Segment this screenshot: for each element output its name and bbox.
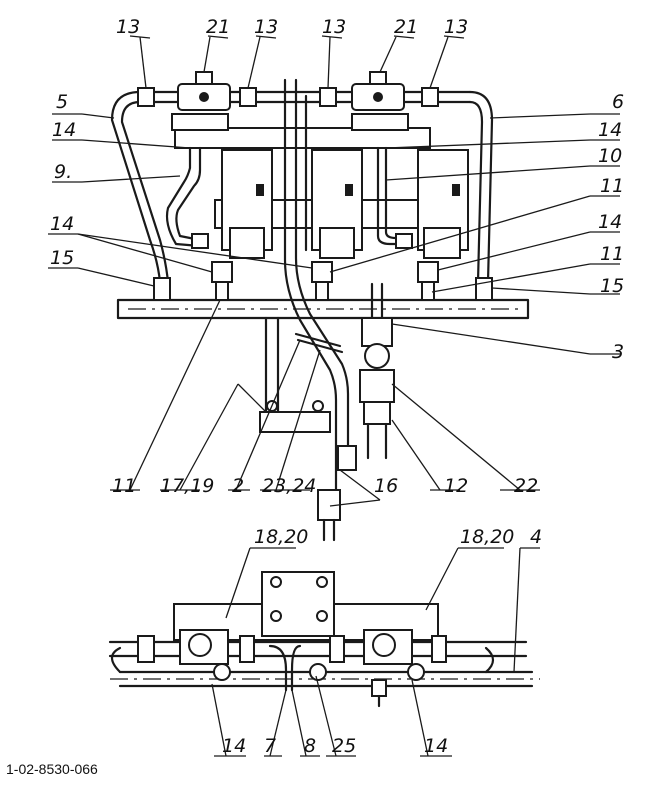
- fitting-15-a: [153, 277, 171, 301]
- cylinder-right: [417, 149, 469, 259]
- fitting-14-a: [211, 261, 233, 301]
- document-id: 1-02-8530-066: [6, 761, 98, 777]
- valve-21-right: [351, 71, 405, 111]
- fitting-13b: [239, 87, 257, 107]
- pipe-10: [376, 146, 402, 246]
- device-3: [359, 282, 395, 460]
- callout-21b: 21: [394, 16, 418, 38]
- callout-4: 4: [530, 526, 542, 548]
- callout-13d: 13: [444, 16, 468, 38]
- callout-17-19: 17,19: [160, 475, 214, 497]
- callout-14a: 14: [52, 119, 76, 141]
- callout-15b: 15: [600, 275, 624, 297]
- fitting-13c: [319, 87, 337, 107]
- callout-25: 25: [332, 735, 356, 757]
- callout-14e: 14: [222, 735, 246, 757]
- valve-bottom-right: [363, 629, 413, 665]
- callout-22: 22: [514, 475, 538, 497]
- callout-18-20a: 18,20: [254, 526, 308, 548]
- callout-23-24: 23,24: [262, 475, 316, 497]
- callout-14f: 14: [424, 735, 448, 757]
- callout-12: 12: [444, 475, 468, 497]
- leader-lines: [48, 35, 620, 507]
- fitting-14-b: [311, 261, 333, 301]
- fitting-13d: [421, 87, 439, 107]
- callout-11a: 11: [600, 175, 624, 197]
- pipe-9: [175, 146, 202, 242]
- fitting-13a: [137, 87, 155, 107]
- callout-7: 7: [264, 735, 276, 757]
- upper-bracket: [174, 127, 431, 149]
- callout-9: 9.: [54, 161, 72, 183]
- mounting-rail: [116, 298, 530, 320]
- valve-21-left: [177, 71, 231, 111]
- callout-2: 2: [232, 475, 244, 497]
- bracket-17-19: [259, 411, 331, 433]
- pipe-5: [110, 90, 162, 284]
- callout-6: 6: [612, 91, 624, 113]
- valve-bottom-left: [179, 629, 229, 665]
- clamp-2: [294, 332, 342, 348]
- fitting-14-c: [417, 261, 439, 301]
- callout-13c: 13: [322, 16, 346, 38]
- callout-14c: 14: [50, 213, 74, 235]
- top-assembly-view: 13 21 13 13 21 13 5 6 14 14 9. 10 11 14 …: [48, 16, 624, 542]
- cylinder-middle: [311, 149, 363, 259]
- pipe-6: [468, 90, 494, 284]
- callout-14d: 14: [598, 211, 622, 233]
- cylinder-left: [221, 149, 273, 259]
- callout-16: 16: [374, 475, 398, 497]
- callout-13b: 13: [254, 16, 278, 38]
- callout-15a: 15: [50, 247, 74, 269]
- bottom-assembly-view: 18,20 18,20 4 14 7 8 25 14: [108, 526, 542, 757]
- callout-11b: 11: [600, 243, 624, 265]
- callout-8: 8: [304, 735, 316, 757]
- callout-14b: 14: [598, 119, 622, 141]
- callout-11c: 11: [112, 475, 136, 497]
- callout-18-20b: 18,20: [460, 526, 514, 548]
- callout-5: 5: [56, 91, 68, 113]
- callout-13a: 13: [116, 16, 140, 38]
- callout-3: 3: [612, 341, 624, 363]
- callout-10: 10: [598, 145, 622, 167]
- callout-21a: 21: [206, 16, 230, 38]
- fitting-16-a: [337, 445, 357, 471]
